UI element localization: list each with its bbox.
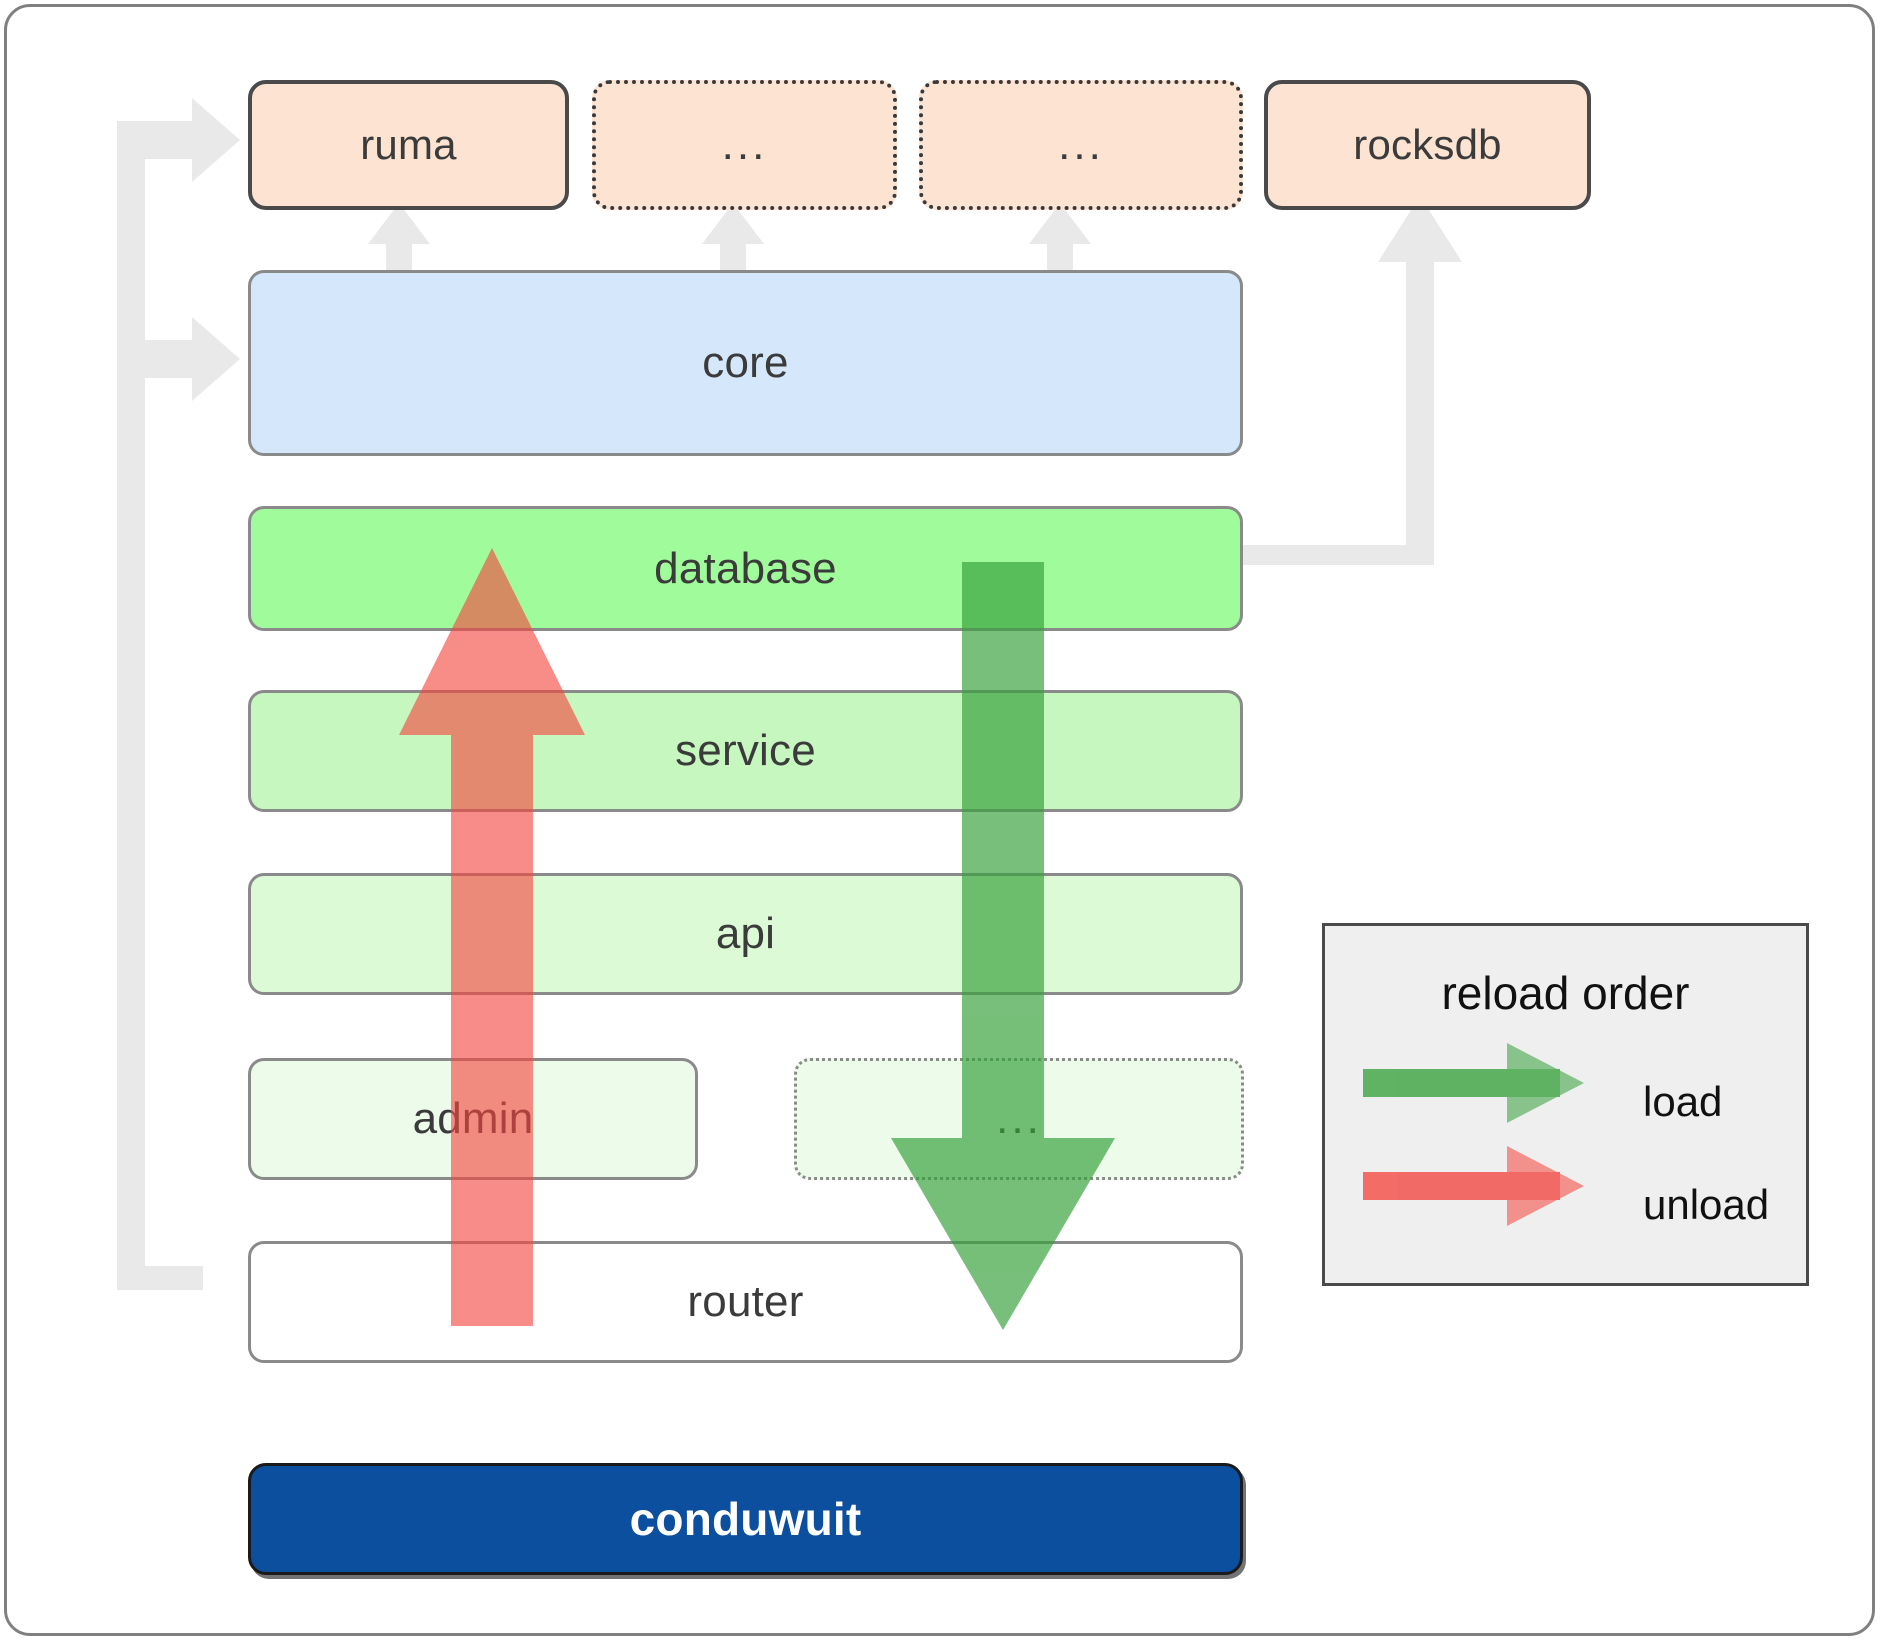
node-core[interactable]: core [248,270,1243,456]
node-api[interactable]: api [248,873,1243,995]
legend-label-load: load [1643,1078,1723,1125]
node-service[interactable]: service [248,690,1243,812]
node-ruma-label: ruma [360,121,457,168]
node-dep-b-label: ... [1058,120,1104,170]
legend-title: reload order [1441,967,1690,1019]
node-dep-b[interactable]: ... [919,80,1243,210]
node-conduwuit-label: conduwuit [629,1493,862,1545]
node-ruma[interactable]: ruma [248,80,569,210]
node-router[interactable]: router [248,1241,1243,1363]
node-misc-label: ... [996,1094,1042,1144]
node-admin[interactable]: admin [248,1058,698,1180]
node-router-label: router [687,1277,804,1326]
node-rocksdb[interactable]: rocksdb [1264,80,1591,210]
legend-label-unload: unload [1643,1181,1770,1228]
node-database[interactable]: database [248,506,1243,631]
node-misc[interactable]: ... [794,1058,1244,1180]
legend-panel: reload order load unload [1322,923,1809,1286]
diagram-frame [4,4,1875,1636]
node-api-label: api [715,909,776,958]
node-core-label: core [702,338,789,387]
node-dep-a-label: ... [721,120,768,170]
node-admin-label: admin [412,1094,534,1143]
node-service-label: service [675,726,816,775]
node-rocksdb-label: rocksdb [1353,121,1502,168]
node-dep-a[interactable]: ... [592,80,897,210]
node-database-label: database [654,543,837,593]
node-conduwuit[interactable]: conduwuit [248,1463,1243,1575]
